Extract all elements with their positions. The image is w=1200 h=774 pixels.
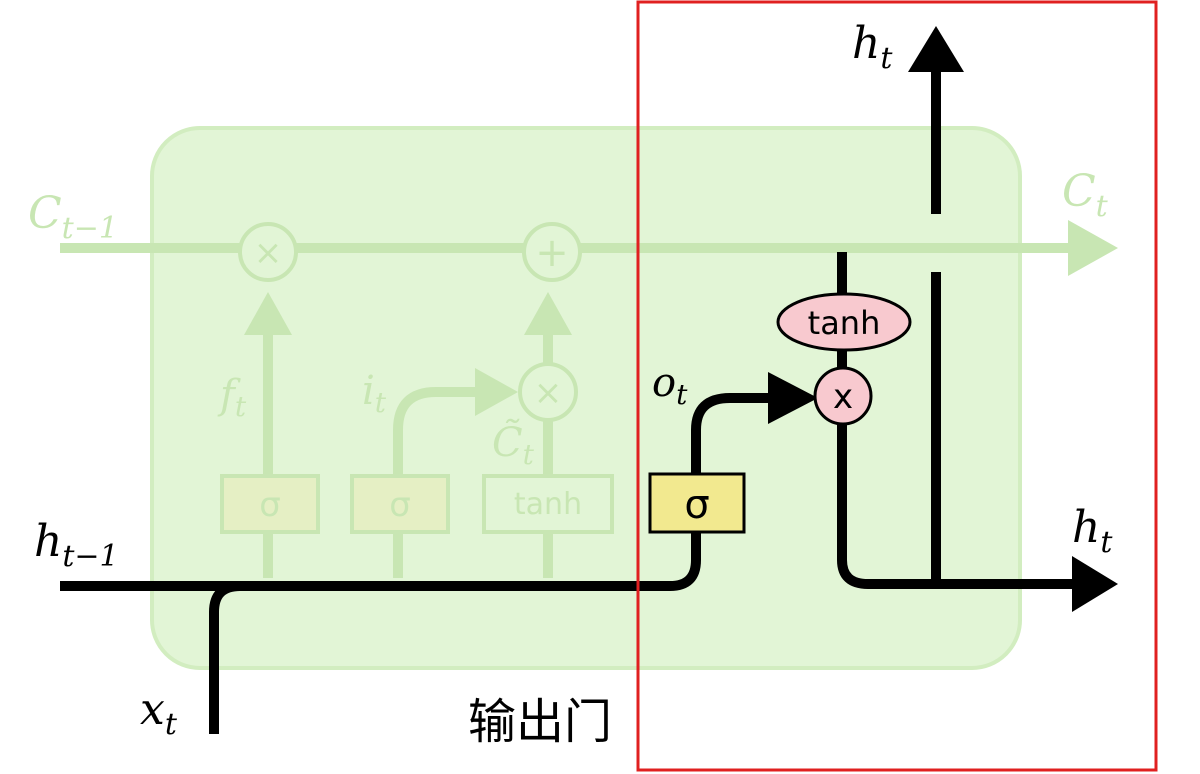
hidden-output-right-arrowhead <box>1072 556 1118 612</box>
input-sigma-label: σ <box>389 485 411 525</box>
input-gate-path <box>393 387 480 578</box>
output-gate-path <box>691 393 776 474</box>
output-multiply-symbol: x <box>833 377 853 417</box>
output-tanh-node <box>776 292 912 352</box>
output-gate-label: ot <box>652 360 688 411</box>
add-symbol: + <box>535 230 569 276</box>
x-input-label: xt <box>140 684 178 742</box>
forget-gate-arrowhead <box>244 292 292 335</box>
hidden-output-right-label: ht <box>1072 502 1113 560</box>
hidden-output-top-label: ht <box>852 18 893 76</box>
output-gate-arrowhead <box>768 372 818 424</box>
hidden-output-top-arrowhead <box>908 26 964 72</box>
input-gate-arrowhead <box>475 368 518 416</box>
input-to-add-arrowhead <box>524 292 572 335</box>
forget-sigma-box <box>220 474 320 534</box>
output-sigma-box <box>648 472 746 534</box>
output-sigma-label: σ <box>684 482 709 528</box>
candidate-label: C̃t <box>492 419 535 471</box>
input-sigma-box <box>350 474 450 534</box>
cell-state-output-label: Ct <box>1062 166 1109 224</box>
forget-multiply-node <box>238 222 298 282</box>
x-input-line <box>209 581 241 734</box>
cell-state-arrowhead <box>1068 220 1118 276</box>
hidden-output-line <box>837 424 1078 589</box>
forget-sigma-label: σ <box>259 485 281 525</box>
hidden-prev-label: ht−1 <box>34 516 119 574</box>
diagram-caption: 输出门 <box>468 694 612 750</box>
candidate-tanh-label: tanh <box>514 487 582 522</box>
output-tanh-label: tanh <box>808 304 881 342</box>
input-gate-label: it <box>362 368 387 419</box>
add-node <box>522 222 582 282</box>
candidate-tanh-box <box>482 474 614 534</box>
hidden-input-line <box>60 530 701 591</box>
forget-gate-label: ft <box>217 372 247 423</box>
faded-components: σ × σ tanh × + Ct−1 Ct ft it C̃t <box>28 166 1118 578</box>
forget-multiply-symbol: × <box>254 233 283 273</box>
cell-state-input-label: Ct−1 <box>28 188 118 246</box>
active-components: σ tanh x ht−1 xt ot ht ht <box>34 18 1118 742</box>
input-multiply-symbol: × <box>534 373 563 413</box>
output-gate-highlight-frame <box>636 0 1158 772</box>
